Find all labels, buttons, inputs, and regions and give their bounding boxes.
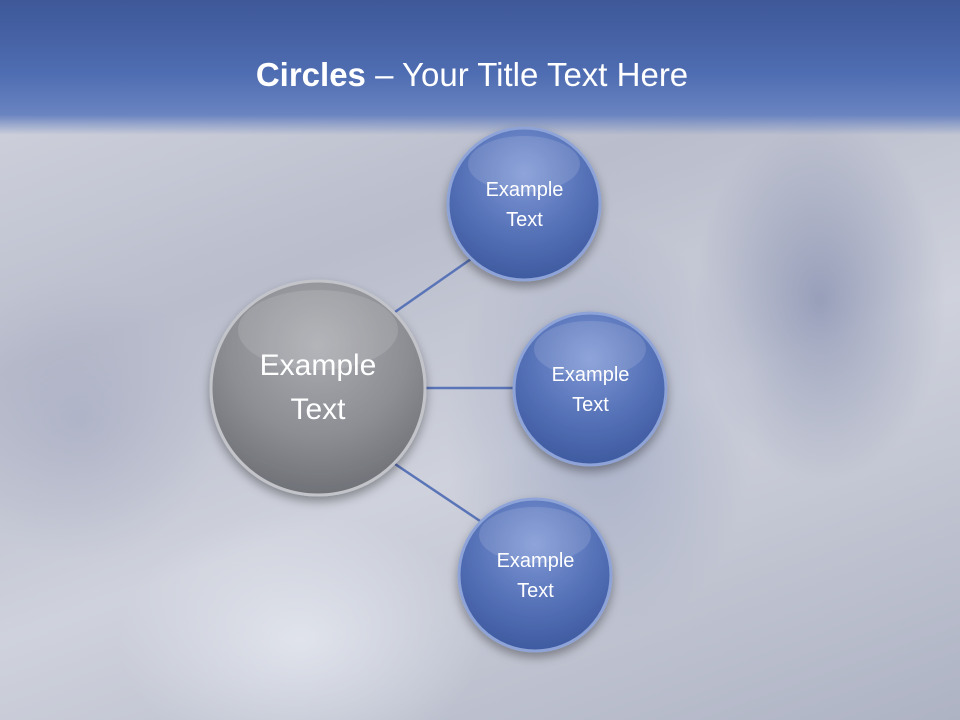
- node-circle-3: [457, 497, 613, 653]
- node-circle-2-highlight: [534, 321, 646, 377]
- slide-title: Circles – Your Title Text Here: [0, 52, 944, 98]
- title-regular-part: – Your Title Text Here: [365, 56, 689, 93]
- node-circle-3-highlight: [479, 507, 591, 563]
- title-bold-part: Circles: [255, 56, 366, 93]
- node-circle-1: [446, 126, 602, 282]
- title-banner: [0, 0, 960, 135]
- node-circle-1-highlight: [468, 136, 580, 192]
- center-circle: [209, 279, 427, 497]
- connector-line-3: [394, 462, 481, 523]
- connector-line-1: [394, 257, 472, 314]
- center-circle-highlight: [238, 290, 398, 370]
- node-circle-2: [512, 311, 668, 467]
